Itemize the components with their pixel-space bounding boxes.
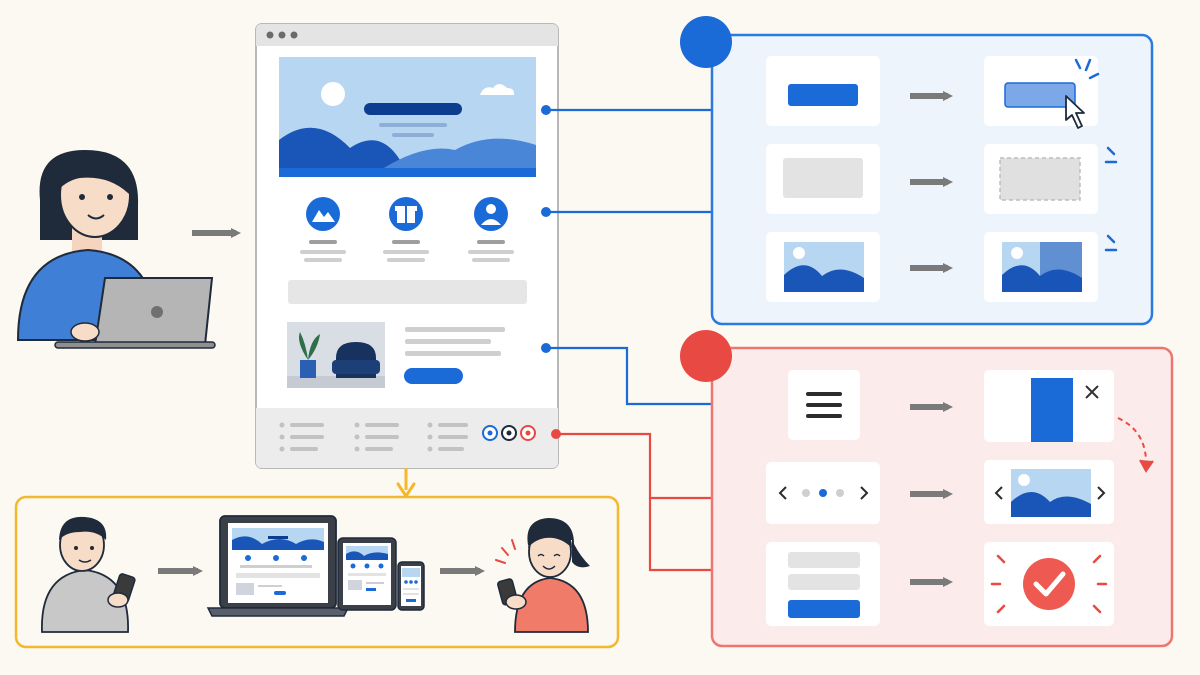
product-button — [404, 368, 463, 384]
window-dot-icon — [266, 31, 274, 39]
interactions-panel — [680, 16, 1154, 326]
panel-badge-blue — [680, 16, 732, 68]
website-wireframe — [255, 23, 559, 469]
side-drawer — [1031, 378, 1073, 442]
hero-banner — [279, 57, 536, 177]
hamburger-icon — [806, 392, 842, 418]
check-circle-icon — [1023, 558, 1075, 610]
components-panel — [680, 330, 1174, 648]
happy-person-with-phone — [495, 518, 590, 633]
chevron-right-icon — [1097, 486, 1106, 500]
product-section — [287, 322, 505, 388]
tablet-device — [337, 537, 397, 611]
features-hotspot-dot — [541, 207, 551, 217]
devices-panel — [14, 495, 620, 649]
content-placeholder-bar — [288, 280, 527, 304]
connector-lines — [546, 108, 712, 572]
card-hover-row — [766, 144, 1118, 214]
product-hotspot-dot — [541, 343, 551, 353]
features-row — [300, 197, 514, 262]
down-arrow-yellow — [396, 468, 416, 499]
window-dot-icon — [290, 31, 298, 39]
mountain-icon — [306, 197, 340, 231]
chevron-right-icon — [860, 486, 869, 500]
hero-title-bar — [364, 103, 462, 115]
chevron-left-icon — [778, 486, 787, 500]
chevron-left-icon — [994, 486, 1003, 500]
menu-row — [788, 370, 1154, 473]
site-footer — [256, 408, 558, 468]
button-hover-row — [766, 56, 1100, 129]
footer-hotspot-dot — [551, 429, 561, 439]
phone-device — [397, 561, 425, 611]
hand-pointer-icon — [1065, 95, 1085, 129]
close-icon — [1085, 385, 1099, 399]
image-hover-row — [766, 232, 1118, 302]
window-dot-icon — [278, 31, 286, 39]
panel-badge-red — [680, 330, 732, 382]
laptop-device — [206, 515, 350, 617]
person-with-laptop — [16, 150, 216, 349]
form-row — [766, 542, 1114, 626]
person-with-phone — [41, 516, 136, 633]
carousel-row — [766, 460, 1114, 524]
hero-hotspot-dot — [541, 105, 551, 115]
